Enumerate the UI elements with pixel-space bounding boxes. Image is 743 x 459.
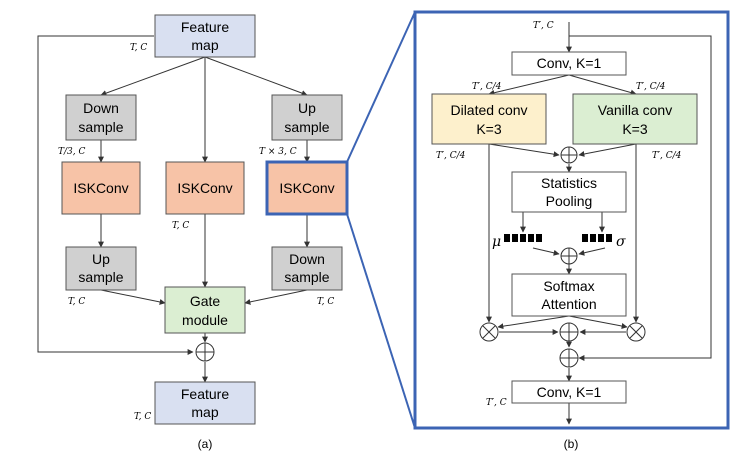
feature-map-bottom-line2: map <box>191 404 218 420</box>
statistics-pooling-box: Statistics Pooling <box>511 171 627 213</box>
conv-top-box: Conv, K=1 <box>511 51 627 76</box>
up-sample-right-line2: sample <box>284 119 329 135</box>
down-sample-right-box: Down sample <box>271 246 343 291</box>
panel-b-frame <box>413 10 730 430</box>
gate-module-box: Gate module <box>164 286 246 334</box>
vanilla-conv-box: Vanilla conv K=3 <box>572 93 698 145</box>
iskconv-mid-label: ISKConv <box>177 180 232 196</box>
down-sample-right-line2: sample <box>284 269 329 285</box>
iskconv-left-label: ISKConv <box>73 180 128 196</box>
label-tx3c: T × 3, C <box>259 147 297 157</box>
sum-circle-b4 <box>559 348 579 368</box>
softmax-line2: Attention <box>541 296 596 312</box>
multiply-circle-right <box>626 322 646 342</box>
dilated-conv-box: Dilated conv K=3 <box>431 93 547 145</box>
sum-circle-b1 <box>560 146 578 164</box>
label-left-tc: T, C <box>68 297 85 307</box>
label-left-out: T′, C/4 <box>436 151 466 161</box>
multiply-circle-left <box>479 322 499 342</box>
feature-map-bottom-line1: Feature <box>181 386 229 402</box>
down-sample-left-line1: Down <box>83 100 119 116</box>
dilated-conv-line1: Dilated conv <box>450 102 527 118</box>
vanilla-conv-line1: Vanilla conv <box>598 102 672 118</box>
conv-bottom-label: Conv, K=1 <box>537 384 602 400</box>
label-mid-tc: T, C <box>172 221 189 231</box>
label-top-tc: T, C <box>130 43 147 53</box>
mu-vector: μ <box>492 234 542 250</box>
down-sample-left-box: Down sample <box>65 94 137 141</box>
label-output-tc: T′, C <box>486 398 507 408</box>
sigma-vector: σ <box>582 234 626 250</box>
caption-a: (a) <box>198 437 213 451</box>
statistics-pooling-line1: Statistics <box>541 175 597 191</box>
sum-circle-b3 <box>559 322 579 342</box>
label-input-tc: T′, C <box>533 21 554 31</box>
conv-top-label: Conv, K=1 <box>537 55 602 71</box>
up-sample-right-box: Up sample <box>271 94 343 141</box>
statistics-pooling-line2: Pooling <box>546 193 593 209</box>
softmax-attention-box: Softmax Attention <box>511 273 627 317</box>
up-sample-left-line2: sample <box>78 269 123 285</box>
panel-b-connectors <box>486 22 712 425</box>
panel-a: Feature map Down sample Up sample ISKCon… <box>37 14 349 451</box>
gate-module-line2: module <box>182 312 228 328</box>
feature-map-bottom-box: Feature map <box>154 381 256 425</box>
iskconv-left-box: ISKConv <box>61 161 141 215</box>
feature-map-top-line2: map <box>191 37 218 53</box>
iskconv-mid-box: ISKConv <box>165 161 245 215</box>
gate-module-line1: Gate <box>190 293 221 309</box>
conv-bottom-box: Conv, K=1 <box>511 380 627 404</box>
mu-symbol: μ <box>492 234 501 250</box>
label-right-tc: T, C <box>317 297 334 307</box>
label-right-out: T′, C/4 <box>652 151 682 161</box>
sum-circle-a <box>195 342 215 362</box>
dilated-conv-line2: K=3 <box>476 121 502 137</box>
up-sample-left-box: Up sample <box>65 246 137 291</box>
up-sample-left-line1: Up <box>92 251 110 267</box>
label-right-split: T′, C/4 <box>636 82 666 92</box>
vanilla-conv-line2: K=3 <box>622 121 648 137</box>
down-sample-left-line2: sample <box>78 119 123 135</box>
label-t3c: T/3, C <box>58 147 85 157</box>
label-left-split: T′, C/4 <box>472 82 502 92</box>
down-sample-right-line1: Down <box>289 251 325 267</box>
iskconv-right-box: ISKConv <box>265 160 349 216</box>
panel-b: Conv, K=1 Dilated conv K=3 Vanilla conv … <box>413 10 730 451</box>
feature-map-top-line1: Feature <box>181 19 229 35</box>
sum-circle-b2 <box>560 247 578 265</box>
sigma-symbol: σ <box>616 234 626 250</box>
feature-map-top-box: Feature map <box>154 14 256 58</box>
softmax-line1: Softmax <box>543 278 594 294</box>
zoom-lines <box>346 11 416 429</box>
caption-b: (b) <box>564 437 579 451</box>
panel-a-connectors <box>37 35 310 383</box>
label-bottom-tc: T, C <box>134 412 151 422</box>
up-sample-right-line1: Up <box>298 100 316 116</box>
iskconv-right-label: ISKConv <box>279 180 334 196</box>
